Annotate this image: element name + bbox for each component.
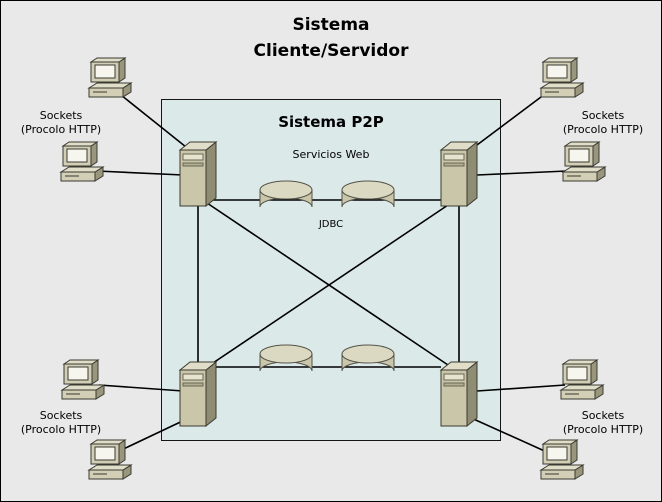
- sockets-label-line1: Sockets: [39, 409, 83, 422]
- database-cylinder-icon-bottom-left: [259, 344, 313, 372]
- jdbc-label: JDBC: [318, 219, 344, 230]
- servicios-web-label: Servicios Web: [292, 148, 370, 161]
- desktop-computer-icon-bottom-right-lower: [540, 439, 584, 480]
- p2p-title: Sistema P2P: [278, 113, 384, 131]
- desktop-computer-icon-top-left-upper: [88, 57, 132, 98]
- desktop-computer-icon-top-right-upper: [540, 57, 584, 98]
- sockets-label-line1: Sockets: [581, 109, 625, 122]
- server-tower-icon-top-left: [179, 141, 217, 207]
- sockets-label-line1: Sockets: [39, 109, 83, 122]
- sockets-label-line2: (Procolo HTTP): [562, 423, 644, 437]
- database-cylinder-icon-top-right: [341, 180, 395, 208]
- sockets-label-top-left: Sockets (Procolo HTTP): [1, 109, 121, 138]
- desktop-computer-icon-bottom-left-upper: [61, 359, 105, 400]
- sockets-label-top-right: Sockets (Procolo HTTP): [543, 109, 661, 138]
- sockets-label-bottom-right: Sockets (Procolo HTTP): [543, 409, 661, 438]
- sockets-label-line1: Sockets: [581, 409, 625, 422]
- sockets-label-line2: (Procolo HTTP): [20, 123, 102, 137]
- server-tower-icon-bottom-right: [440, 361, 478, 427]
- desktop-computer-icon-top-left-lower: [60, 141, 104, 182]
- sockets-label-line2: (Procolo HTTP): [20, 423, 102, 437]
- database-cylinder-icon-top-left: [259, 180, 313, 208]
- desktop-computer-icon-bottom-left-lower: [88, 439, 132, 480]
- diagram-title: Sistema Cliente/Servidor: [1, 12, 661, 65]
- server-tower-icon-bottom-left: [179, 361, 217, 427]
- title-line2: Cliente/Servidor: [253, 41, 409, 62]
- desktop-computer-icon-bottom-right-upper: [560, 359, 604, 400]
- sockets-label-bottom-left: Sockets (Procolo HTTP): [1, 409, 121, 438]
- desktop-computer-icon-top-right-lower: [562, 141, 606, 182]
- server-tower-icon-top-right: [440, 141, 478, 207]
- title-line1: Sistema: [292, 15, 370, 35]
- sockets-label-line2: (Procolo HTTP): [562, 123, 644, 137]
- database-cylinder-icon-bottom-right: [341, 344, 395, 372]
